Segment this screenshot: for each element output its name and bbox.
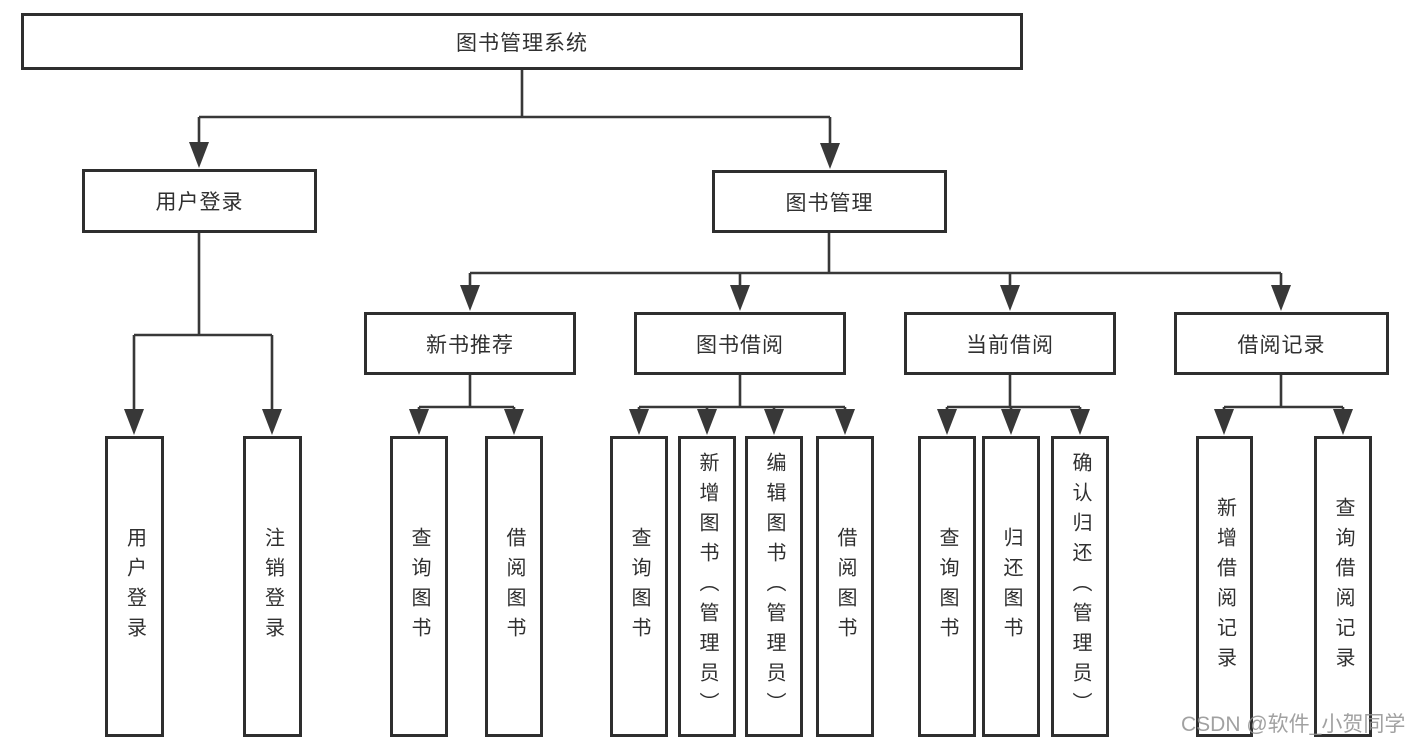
wire-book-borrow xyxy=(637,375,847,413)
arrow-icon xyxy=(409,409,429,435)
leaf-bb-add-book: 新增图书（管理员） xyxy=(678,436,736,737)
leaf-bb-add-book-label: 新增图书（管理员） xyxy=(696,451,718,722)
arrow-icon xyxy=(1333,409,1353,435)
leaf-cb-query-book-label: 查询图书 xyxy=(936,526,958,647)
leaf-cb-confirm-return-label: 确认归还（管理员） xyxy=(1069,451,1091,722)
node-new-book-rec: 新书推荐 xyxy=(364,312,576,375)
node-root: 图书管理系统 xyxy=(21,13,1023,70)
arrow-icon xyxy=(189,142,209,168)
node-root-label: 图书管理系统 xyxy=(456,31,588,55)
wire-root xyxy=(197,70,832,147)
node-book-mgmt: 图书管理 xyxy=(712,170,947,233)
arrow-icon xyxy=(1271,285,1291,311)
arrow-icon xyxy=(835,409,855,435)
leaf-cb-confirm-return: 确认归还（管理员） xyxy=(1051,436,1109,737)
leaf-bb-borrow-book: 借阅图书 xyxy=(816,436,874,737)
csdn-watermark: CSDN @软件_小贺同学 xyxy=(1181,713,1405,736)
arrow-icon xyxy=(629,409,649,435)
arrow-icon xyxy=(460,285,480,311)
arrow-icon xyxy=(820,143,840,169)
leaf-bb-edit-book: 编辑图书（管理员） xyxy=(745,436,803,737)
arrow-icon xyxy=(764,409,784,435)
arrow-icon xyxy=(697,409,717,435)
node-new-book-rec-label: 新书推荐 xyxy=(426,333,514,357)
arrow-icon xyxy=(262,409,282,435)
arrow-icon xyxy=(730,285,750,311)
leaf-bb-edit-book-label: 编辑图书（管理员） xyxy=(763,451,785,722)
leaf-cb-query-book: 查询图书 xyxy=(918,436,976,737)
leaf-bb-query-book-label: 查询图书 xyxy=(628,526,650,647)
arrow-icon xyxy=(1000,285,1020,311)
leaf-logout: 注销登录 xyxy=(243,436,302,737)
leaf-br-query-record-label: 查询借阅记录 xyxy=(1332,496,1354,677)
leaf-cb-return-book-label: 归还图书 xyxy=(1000,526,1022,647)
wire-borrow-record xyxy=(1222,375,1345,413)
leaf-bb-query-book: 查询图书 xyxy=(610,436,668,737)
node-current-borrow-label: 当前借阅 xyxy=(966,333,1054,357)
arrow-icon xyxy=(1001,409,1021,435)
leaf-nbr-borrow-book: 借阅图书 xyxy=(485,436,543,737)
arrow-icon xyxy=(1214,409,1234,435)
leaf-br-add-record-label: 新增借阅记录 xyxy=(1213,496,1236,677)
wire-user-login xyxy=(132,233,274,413)
node-book-mgmt-label: 图书管理 xyxy=(785,191,874,215)
arrow-icon xyxy=(124,409,144,435)
wire-new-book-rec xyxy=(417,375,516,413)
arrow-icon xyxy=(504,409,524,435)
node-book-borrow-label: 图书借阅 xyxy=(696,333,784,357)
wire-book-mgmt xyxy=(468,233,1283,289)
leaf-logout-label: 注销登录 xyxy=(261,526,284,647)
leaf-nbr-query-book-label: 查询图书 xyxy=(408,526,430,647)
node-book-borrow: 图书借阅 xyxy=(634,312,846,375)
leaf-br-query-record: 查询借阅记录 xyxy=(1314,436,1372,737)
leaf-nbr-query-book: 查询图书 xyxy=(390,436,448,737)
arrow-icon xyxy=(1070,409,1090,435)
leaf-nbr-borrow-book-label: 借阅图书 xyxy=(503,526,525,647)
leaf-user-login-label: 用户登录 xyxy=(123,526,146,647)
node-borrow-record: 借阅记录 xyxy=(1174,312,1389,375)
arrowheads xyxy=(124,142,1353,435)
wire-current-borrow xyxy=(945,375,1082,413)
leaf-bb-borrow-book-label: 借阅图书 xyxy=(834,526,856,647)
leaf-br-add-record: 新增借阅记录 xyxy=(1196,436,1253,737)
node-current-borrow: 当前借阅 xyxy=(904,312,1116,375)
leaf-user-login: 用户登录 xyxy=(105,436,164,737)
node-user-login: 用户登录 xyxy=(82,169,317,233)
node-user-login-label: 用户登录 xyxy=(155,191,244,214)
leaf-cb-return-book: 归还图书 xyxy=(982,436,1040,737)
node-borrow-record-label: 借阅记录 xyxy=(1237,333,1326,357)
arrow-icon xyxy=(937,409,957,435)
